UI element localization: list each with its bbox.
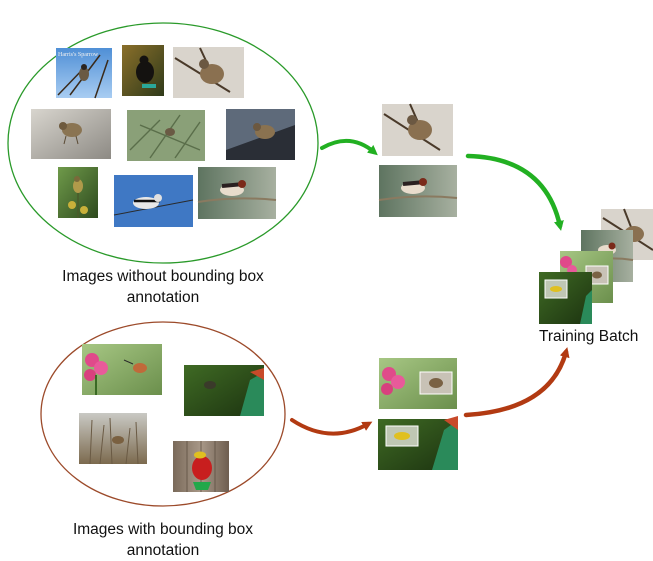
unlabeled-group-caption: Images without bounding box annotation <box>18 266 308 308</box>
unlabeled-group-ellipse <box>7 22 319 264</box>
labeled-caption-line1: Images with bounding box <box>72 521 254 538</box>
labeled-group-caption: Images with bounding box annotation <box>18 519 308 561</box>
training-batch-label: Training Batch <box>539 328 639 345</box>
unlabeled-caption-line2: annotation <box>126 289 200 306</box>
unlabeled-photo-7 <box>58 167 98 218</box>
brown-arrow-to-selected <box>290 418 373 436</box>
selected-labeled-photo-1 <box>379 358 457 409</box>
labeled-photo-4 <box>173 441 229 492</box>
labeled-photo-3 <box>79 413 147 465</box>
unlabeled-photo-4 <box>31 109 111 159</box>
batch-card-1 <box>539 272 592 324</box>
green-arrow-to-selected <box>320 139 378 156</box>
unlabeled-photo-9 <box>197 167 277 219</box>
labeled-photo-2 <box>184 365 264 416</box>
unlabeled-photo-5 <box>127 110 205 161</box>
selected-unlabeled-photo-1 <box>382 103 453 156</box>
selected-unlabeled-photo-2 <box>378 165 458 217</box>
labeled-caption-line2: annotation <box>126 542 200 559</box>
photo-overlay-text: Harris's Sparrow <box>58 52 99 58</box>
selected-labeled-photo-2 <box>378 416 458 470</box>
labeled-group-ellipse <box>40 321 286 507</box>
unlabeled-photo-3 <box>173 47 244 98</box>
unlabeled-photo-2 <box>122 45 164 96</box>
green-arrow-to-batch <box>465 153 564 231</box>
unlabeled-caption-line1: Images without bounding box <box>62 268 264 285</box>
unlabeled-photo-8 <box>113 175 194 227</box>
unlabeled-photo-6 <box>226 109 295 160</box>
labeled-photo-1 <box>82 344 162 395</box>
training-batch-stack <box>539 208 653 324</box>
unlabeled-photo-1: Harris's Sparrow <box>56 48 112 99</box>
brown-arrow-to-batch <box>463 347 570 418</box>
